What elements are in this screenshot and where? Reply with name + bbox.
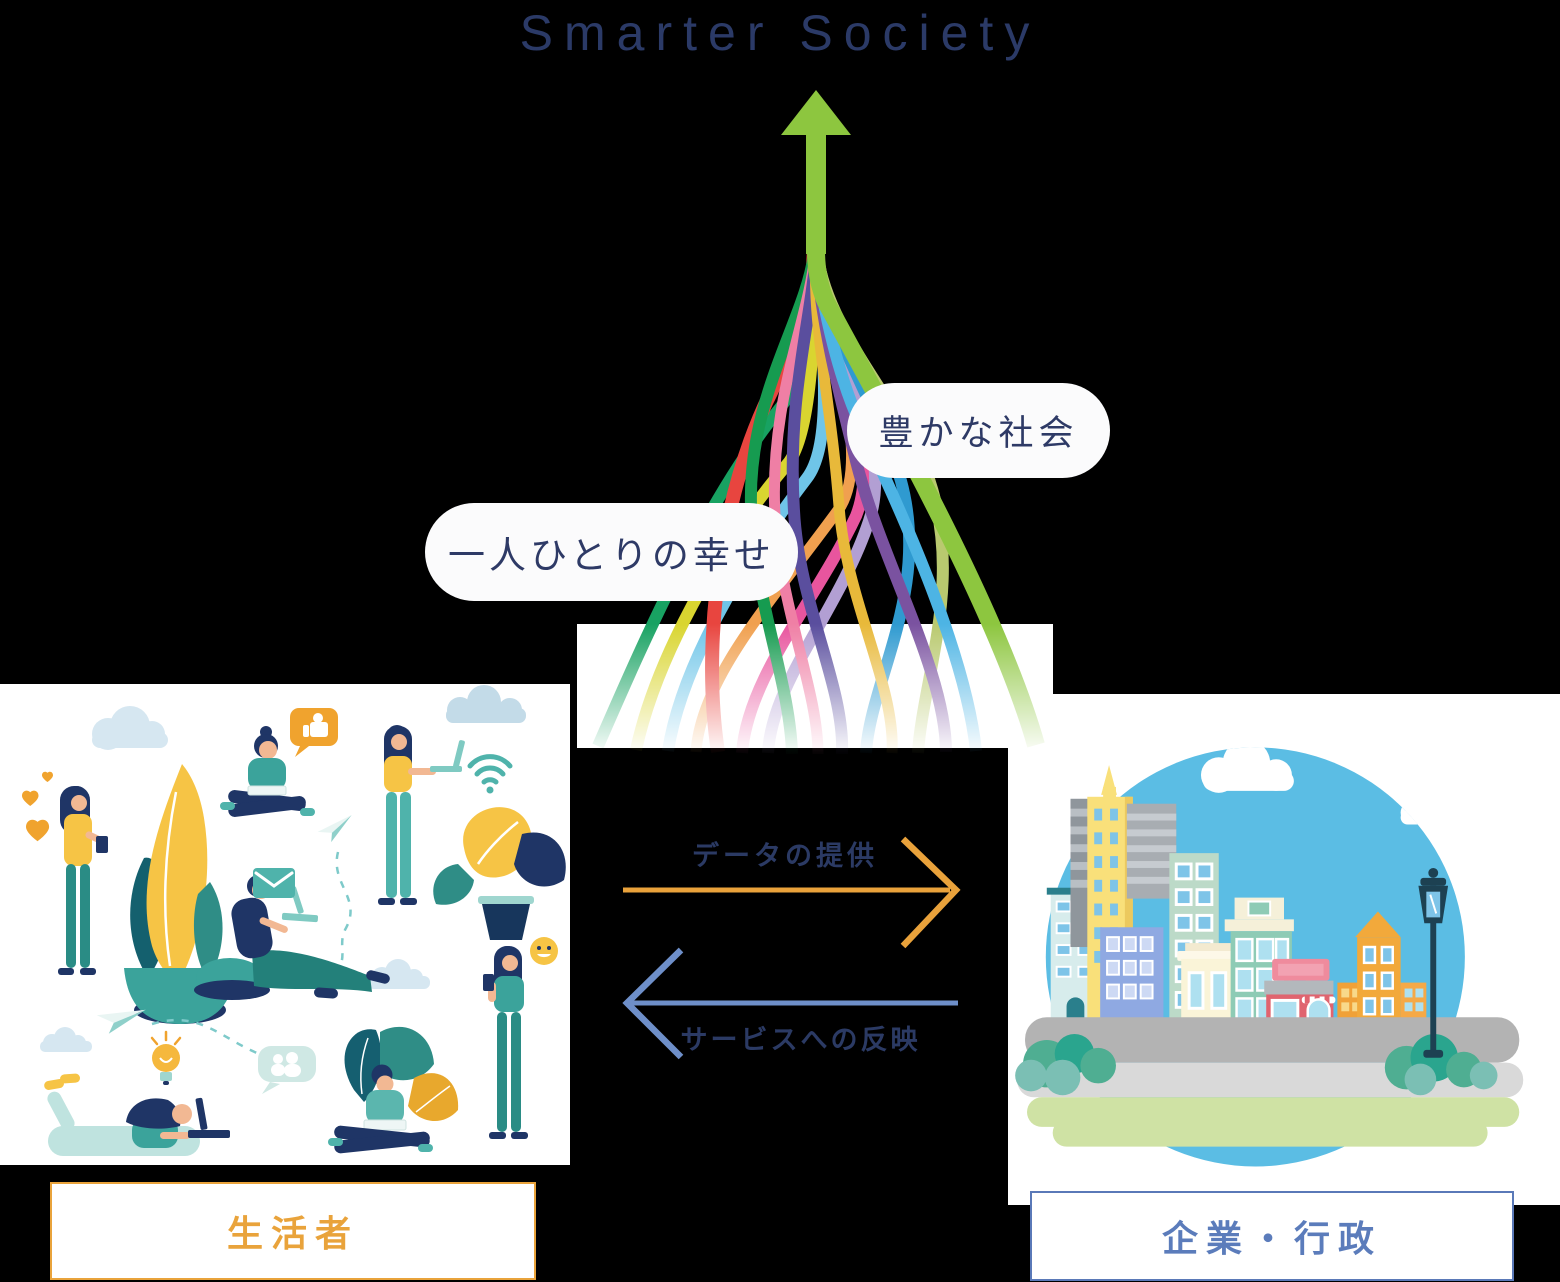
page-title: Smarter Society xyxy=(519,5,1041,61)
thread-strand xyxy=(786,255,849,755)
growth-arrow-icon xyxy=(781,90,851,254)
street-lamp-icon xyxy=(1418,867,1449,1058)
citizens-card-label: 生活者 xyxy=(226,1213,359,1254)
thumbs-up-icon xyxy=(290,708,338,757)
bushes xyxy=(1015,1034,1498,1096)
lightbulb-icon xyxy=(150,1030,182,1085)
enterprise-card: 企業・行政 xyxy=(1030,1191,1514,1281)
dashed-path xyxy=(151,851,352,1064)
citizens-illustration xyxy=(0,684,570,1165)
society-bubble-label: 豊かな社会 xyxy=(878,414,1079,453)
service-reflection-arrow xyxy=(622,947,958,1060)
enterprise-card-label: 企業・行政 xyxy=(1161,1218,1382,1259)
cloud-icon xyxy=(40,685,526,1052)
grass-strip xyxy=(1052,1119,1488,1147)
service-reflection-label: サービスへの反映 xyxy=(680,1025,921,1055)
people-chat-icon xyxy=(258,1046,316,1094)
person-with-tablet xyxy=(58,786,108,975)
person-standing-laptop xyxy=(378,725,465,905)
data-provision-arrow xyxy=(623,836,961,949)
buildings xyxy=(1046,765,1427,1028)
envelope-icon xyxy=(253,868,295,898)
citizens-card: 生活者 xyxy=(50,1182,536,1280)
wifi-icon xyxy=(467,754,513,794)
smiley-icon xyxy=(530,937,558,965)
society-bubble: 豊かな社会 xyxy=(847,383,1110,478)
city-illustration xyxy=(1008,694,1560,1205)
person-sitting-leaves xyxy=(328,1026,459,1154)
happiness-bubble: 一人ひとりの幸せ xyxy=(425,503,798,601)
heart-icon xyxy=(22,771,53,842)
person-lying-laptop xyxy=(44,1073,230,1156)
potted-plant-illustration xyxy=(433,807,566,940)
data-provision-label: データの提供 xyxy=(692,841,878,871)
man-sitting-laptop xyxy=(194,875,390,1000)
thread-strand xyxy=(810,254,898,754)
person-sitting-laptop xyxy=(220,726,315,817)
happiness-bubble-label: 一人ひとりの幸せ xyxy=(448,535,775,576)
person-with-phone xyxy=(483,946,528,1139)
